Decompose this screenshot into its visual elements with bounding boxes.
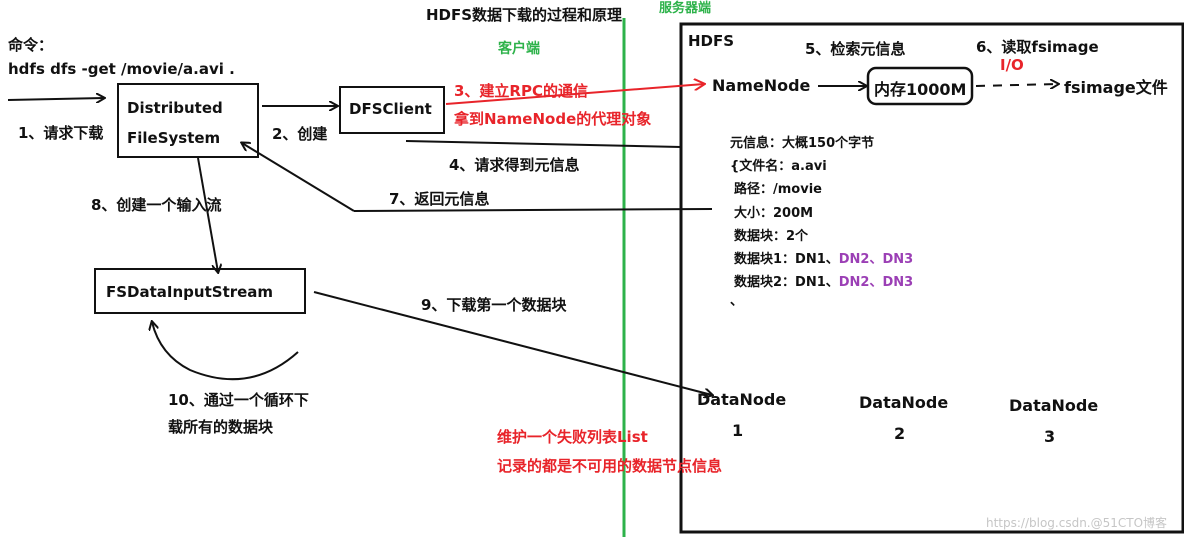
block2-prefix: 数据块2：DN1、 (734, 275, 839, 290)
arrow-step3 (445, 84, 704, 105)
arrow-step1 (7, 98, 104, 100)
step8-label: 8、创建一个输入流 (91, 196, 222, 214)
io-label: I/O (1000, 56, 1024, 74)
failed-list-line1: 维护一个失败列表List (497, 428, 648, 446)
line-step7a (353, 208, 713, 212)
fsimage-file-label: fsimage文件 (1064, 78, 1168, 97)
datanode-1-label: DataNode (697, 390, 787, 409)
memory-label: 内存1000M (874, 80, 967, 99)
block1-prefix: 数据块1：DN1、 (734, 252, 839, 267)
distributed-filesystem-box: Distributed FileSystem (117, 83, 259, 158)
arrow-step10 (152, 322, 299, 381)
step1-label: 1、请求下载 (18, 124, 104, 142)
fsdatainputstream-box: FSDataInputStream (94, 268, 306, 314)
failed-list-line2: 记录的都是不可用的数据节点信息 (497, 457, 723, 475)
datanode-3-num: 3 (1044, 427, 1056, 446)
dfs-line2: FileSystem (127, 129, 221, 147)
metadata-block1: 数据块1：DN1、DN2、DN3 (734, 248, 913, 267)
command-label: 命令： (8, 36, 54, 54)
datanode-3-label: DataNode (1009, 396, 1099, 415)
arrow-step7 (242, 143, 355, 212)
block2-replicas: DN2、DN3 (838, 275, 914, 290)
metadata-header: 元信息：大概150个字节 (730, 136, 875, 151)
step3-label: 3、建立RPC的通信 (454, 82, 588, 100)
server-side-label: 服务器端 (659, 1, 712, 16)
hdfs-label: HDFS (688, 32, 735, 50)
step2-label: 2、创建 (272, 125, 328, 143)
step3b-label: 拿到NameNode的代理对象 (454, 110, 652, 128)
datanode-2-num: 2 (894, 424, 906, 443)
line-step4 (405, 140, 682, 148)
metadata-filename: {文件名：a.avi (730, 159, 827, 174)
command-text: hdfs dfs -get /movie/a.avi . (8, 60, 235, 78)
fsdis-label: FSDataInputStream (106, 283, 274, 301)
step10-line1: 10、通过一个循环下 (168, 391, 309, 409)
block1-replicas: DN2、DN3 (838, 252, 914, 267)
metadata-blocks: 数据块：2个 (734, 229, 809, 244)
step9-label: 9、下载第一个数据块 (421, 296, 567, 314)
step10-line2: 载所有的数据块 (168, 418, 274, 436)
step6-label: 6、读取fsimage (976, 38, 1099, 56)
client-side-label: 客户端 (498, 41, 540, 57)
datanode-1-num: 1 (732, 421, 744, 440)
datanode-2-label: DataNode (859, 393, 949, 412)
watermark: https://blog.csdn.@51CTO博客 (986, 516, 1168, 530)
arrow-step8 (197, 157, 218, 272)
dfsclient-box: DFSClient (339, 86, 445, 134)
diagram-title: HDFS数据下载的过程和原理 (426, 6, 623, 24)
metadata-size: 大小：200M (734, 206, 814, 221)
dfsclient-label: DFSClient (349, 100, 432, 118)
server-frame (679, 22, 1184, 534)
step7-label: 7、返回元信息 (389, 190, 490, 208)
dfs-line1: Distributed (127, 99, 223, 117)
metadata-path: 路径：/movie (734, 182, 822, 197)
arrow-step6 (975, 84, 1058, 86)
step4-label: 4、请求得到元信息 (449, 156, 580, 174)
namenode-label: NameNode (712, 76, 811, 95)
step5-label: 5、检索元信息 (805, 40, 906, 58)
metadata-block2: 数据块2：DN1、DN2、DN3 (734, 271, 913, 290)
metadata-tail: 、 (730, 294, 744, 309)
arrow-step9 (313, 291, 712, 395)
memory-box (866, 66, 974, 106)
